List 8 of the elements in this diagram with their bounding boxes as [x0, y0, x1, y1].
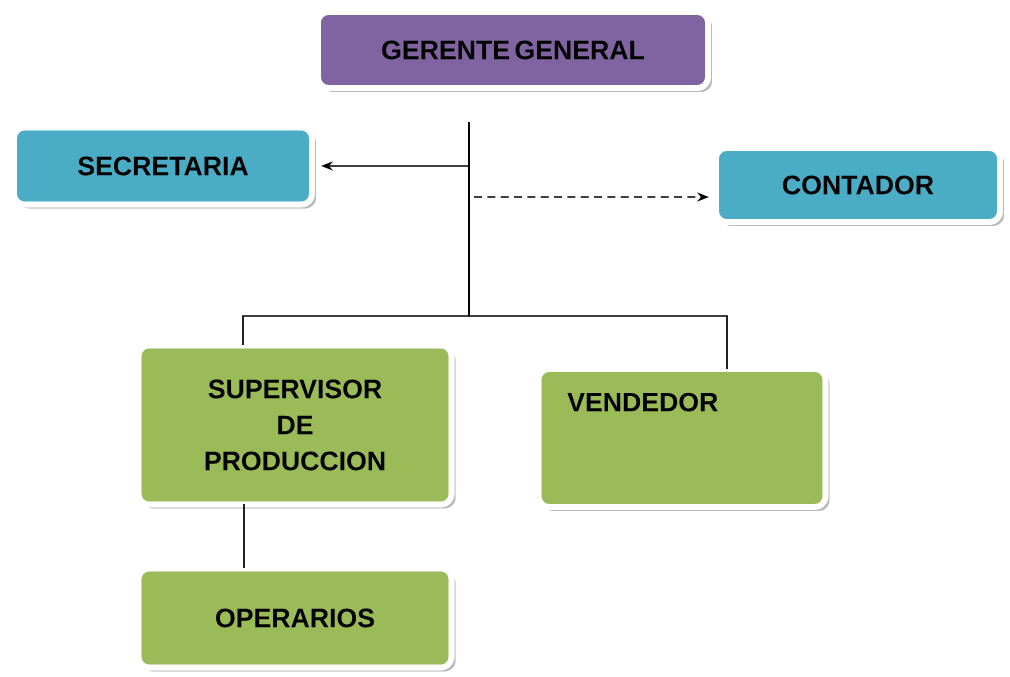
org-box: GERENTE GENERAL: [315, 9, 712, 92]
connector-line: [468, 121, 728, 370]
org-box: OPERARIOS: [135, 565, 456, 672]
org-box: SECRETARIA: [11, 124, 316, 209]
org-box: SUPERVISOR DE PRODUCCION: [135, 342, 456, 509]
connector-line: [243, 503, 245, 569]
org-box: CONTADOR: [713, 145, 1004, 226]
org-box: VENDEDOR: [535, 366, 830, 511]
